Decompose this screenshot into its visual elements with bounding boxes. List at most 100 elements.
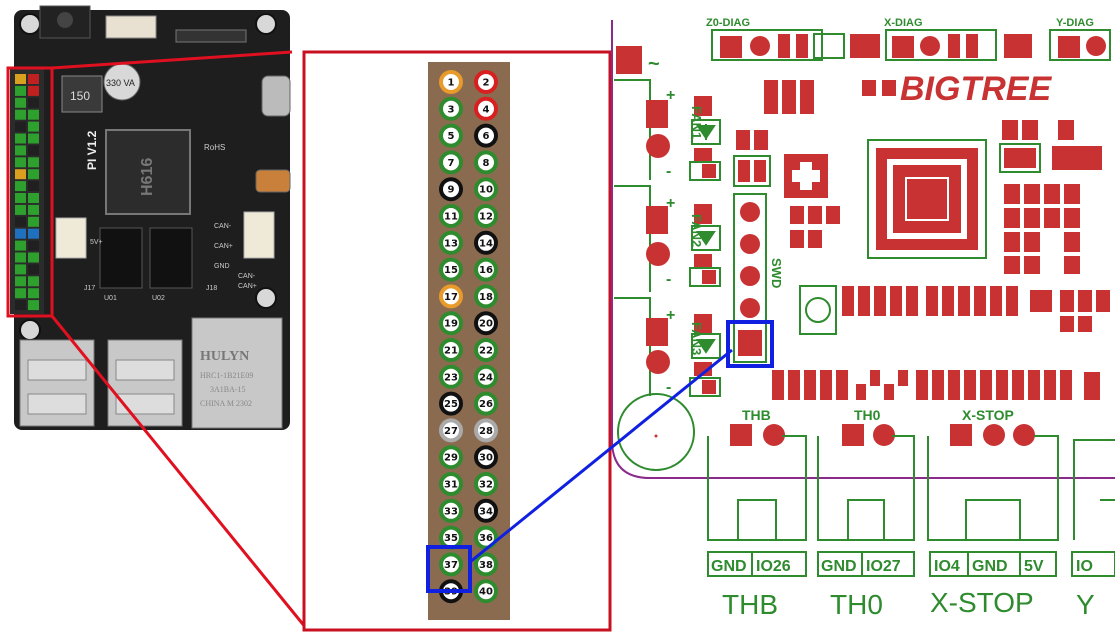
header-pin-1: 1 — [439, 70, 463, 94]
pin-label-io26: IO26 — [756, 558, 791, 575]
header-pin-circle — [439, 70, 463, 94]
u02-label: U02 — [152, 295, 165, 302]
header-pin-label: 6 — [483, 131, 490, 142]
header-pin-label: 12 — [479, 212, 493, 223]
board-gpio-pin-39 — [15, 300, 26, 311]
header-pin-label: 26 — [479, 399, 493, 410]
header-pin-circle — [439, 498, 463, 523]
header-pin-8: 8 — [474, 150, 498, 175]
header-pin-circle — [439, 150, 463, 175]
header-pin-36: 36 — [474, 525, 498, 550]
header-pin-label: 21 — [444, 346, 458, 357]
header-pin-circle — [439, 123, 463, 148]
header-pin-18: 18 — [474, 284, 498, 309]
board-gpio-pin-3 — [15, 85, 26, 96]
header-pin-circle — [439, 204, 463, 228]
header-pin-27: 27 — [439, 418, 463, 443]
bottom-label-x-stop: X-STOP — [930, 587, 1034, 618]
soc-chip-label: H616 — [139, 158, 156, 196]
pin-label-io4: IO4 — [934, 558, 960, 575]
sbc-board: 150 330 VA PI V1.2 H616 RoHS CAN- CAN+ 5… — [10, 5, 291, 430]
header-pin-2: 2 — [474, 70, 498, 94]
board-gpio-pin-1 — [15, 74, 26, 84]
header-pin-4: 4 — [474, 96, 498, 121]
x-stop-connector: X-STOP — [927, 407, 1059, 541]
board-gpio-pin-24 — [28, 204, 39, 215]
header-pin-label: 17 — [444, 292, 458, 303]
header-pin-32: 32 — [474, 472, 498, 496]
header-pin-circle — [439, 230, 463, 255]
swd-header: SWD — [733, 193, 784, 363]
rohs-label: RoHS — [204, 143, 225, 152]
header-pin-label: 7 — [448, 158, 455, 169]
fan1-connector: + - FAN1 — [614, 79, 721, 181]
board-gpio-pin-13 — [15, 145, 26, 156]
board-gpio-pin-28 — [28, 228, 39, 239]
fan3-label: FAN3 — [689, 322, 704, 355]
inductor-label: 150 — [70, 89, 90, 103]
board-gpio-pin-8 — [28, 109, 39, 120]
board-gpio-pins — [15, 74, 39, 311]
header-pin-9: 9 — [439, 177, 463, 202]
board-gpio-pin-2 — [28, 74, 39, 84]
header-pin-label: 38 — [479, 560, 493, 571]
header-pin-10: 10 — [474, 177, 498, 202]
header-pin-31: 31 — [439, 472, 463, 496]
fan3-connector: + - FAN3 — [614, 297, 721, 397]
board-gpio-pin-32 — [28, 252, 39, 263]
header-pin-label: 29 — [444, 453, 458, 464]
swd-label: SWD — [769, 258, 784, 288]
header-pin-label: 15 — [444, 265, 458, 276]
pin-37-highlight — [426, 545, 472, 593]
header-pin-label: 18 — [479, 292, 493, 303]
board-version-label: PI V1.2 — [85, 130, 99, 170]
x-stop-top-label: X-STOP — [962, 407, 1014, 423]
header-pin-circle — [474, 579, 498, 604]
header-pin-label: 4 — [483, 104, 490, 115]
board-gpio-pin-14 — [28, 145, 39, 156]
u01-label: U01 — [104, 295, 117, 302]
th0-top-label: TH0 — [854, 407, 881, 423]
thb-top-label: THB — [742, 407, 771, 423]
board-gpio-pin-40 — [28, 300, 39, 311]
header-pin-circle — [474, 177, 498, 202]
header-pin-circle — [439, 311, 463, 336]
header-pin-circle — [439, 445, 463, 470]
pin-label-gnd-1: GND — [711, 558, 747, 575]
header-pin-40: 40 — [474, 579, 498, 604]
header-pin-circle — [474, 338, 498, 362]
board-gpio-highlight-box — [6, 66, 54, 318]
zoom-line-top — [51, 50, 293, 70]
board-gpio-pin-22 — [28, 193, 39, 203]
header-pin-11: 11 — [439, 204, 463, 228]
header-pin-label: 20 — [479, 319, 493, 330]
ethernet-date: CHINA M 2302 — [200, 399, 252, 408]
board-gpio-pin-12 — [28, 133, 39, 144]
board-gpio-pin-25 — [15, 216, 26, 227]
header-pin-label: 3 — [448, 104, 455, 115]
th0-connector: TH0 — [817, 407, 915, 541]
conn-label-can-minus: CAN- — [214, 223, 232, 230]
header-pin-circle — [474, 204, 498, 228]
header-pin-circle — [474, 391, 498, 416]
header-pin-20: 20 — [474, 311, 498, 336]
pin-label-gnd-3: GND — [972, 558, 1008, 575]
header-pin-37: 37 — [439, 552, 463, 577]
header-pin-circle — [474, 311, 498, 336]
header-pin-circle — [439, 472, 463, 496]
header-pin-circle — [439, 552, 463, 577]
header-pin-17: 17 — [439, 284, 463, 309]
x-diag-label: X-DIAG — [884, 17, 923, 29]
header-pin-circle — [439, 391, 463, 416]
board-gpio-pin-27 — [15, 228, 26, 239]
header-pin-label: 40 — [479, 587, 493, 598]
header-pin-28: 28 — [474, 418, 498, 443]
board-gpio-pin-38 — [28, 288, 39, 299]
header-pin-circle — [474, 70, 498, 94]
header-pin-circle — [474, 552, 498, 577]
header-pin-label: 35 — [444, 533, 458, 544]
bottom-label-th0: TH0 — [830, 589, 883, 620]
header-pin-label: 2 — [483, 78, 490, 89]
header-pin-label: 10 — [479, 185, 493, 196]
header-pin-circle — [474, 498, 498, 523]
